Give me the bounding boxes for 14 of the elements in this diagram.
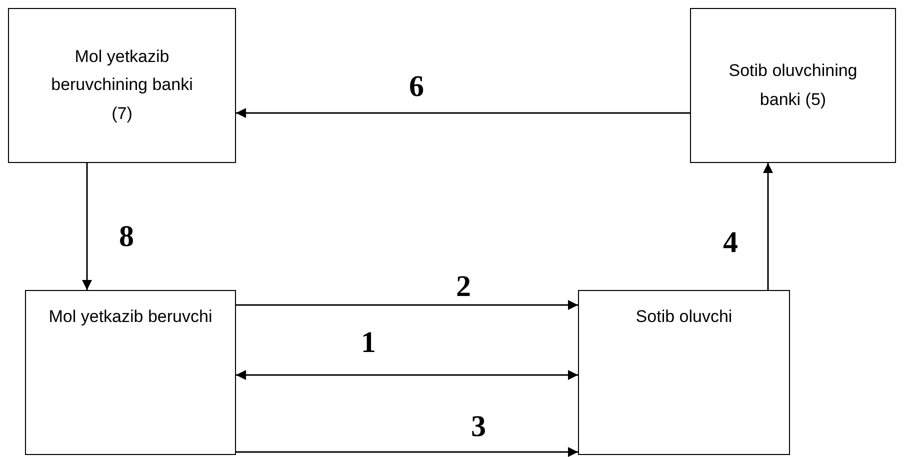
box-text: Sotib oluvchi (634, 306, 734, 328)
box-text: Sotib oluvchining banki (5) (728, 60, 858, 110)
arrow (82, 163, 92, 290)
arrow (236, 447, 578, 457)
process-box (690, 8, 896, 163)
box-text: Mol yetkazib beruvchi (48, 306, 214, 328)
arrow (236, 370, 578, 380)
arrow (763, 163, 773, 290)
process-box (25, 290, 236, 455)
process-box (578, 290, 790, 455)
arrow (236, 300, 578, 310)
arrow (236, 108, 690, 118)
process-box (8, 8, 236, 163)
box-text: Mol yetkazib beruvchining banki (7) (50, 46, 194, 125)
